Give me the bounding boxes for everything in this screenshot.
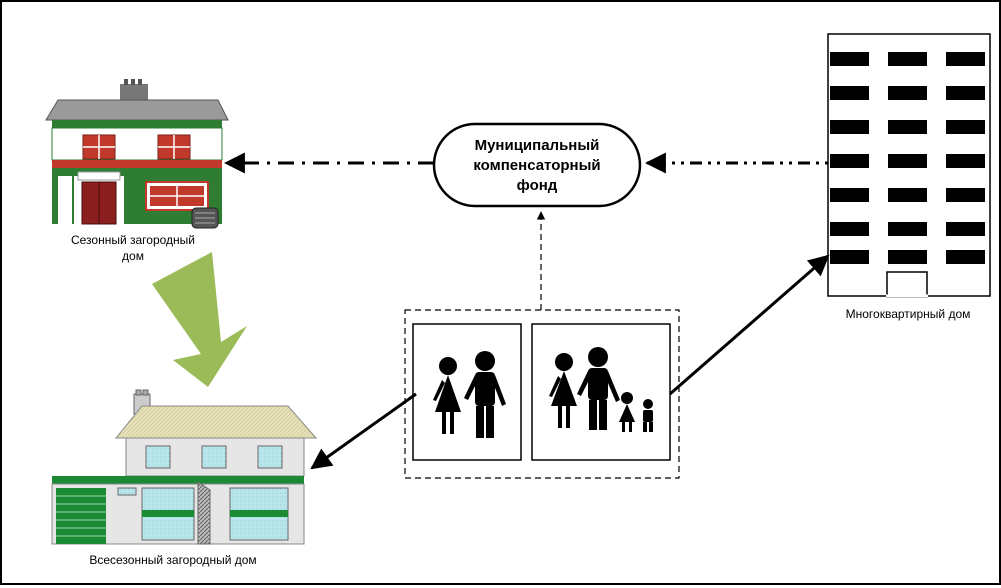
fund-label-line3: фонд — [517, 177, 558, 194]
allseason-house-icon — [51, 389, 318, 545]
couple-to-allseason-arrow — [310, 392, 417, 470]
seasonal-house-label-line2: дом — [122, 249, 144, 263]
seasonal-house-label-line1: Сезонный загородный — [71, 233, 195, 247]
couple-box — [412, 323, 522, 461]
family-box — [531, 323, 671, 461]
municipal-fund-node: Муниципальный компенсаторный фонд — [432, 122, 642, 208]
fund-label-line1: Муниципальный — [475, 137, 600, 154]
seasonal-house-icon — [45, 79, 229, 229]
fund-label-line2: компенсаторный — [473, 157, 600, 174]
family-to-apartment-arrow — [669, 254, 830, 396]
upgrade-arrow — [152, 252, 247, 387]
couple-icon — [433, 351, 506, 438]
apartment-label: Многоквартирный дом — [846, 307, 971, 321]
allseason-house-label: Всесезонный загородный дом — [89, 553, 256, 567]
families-group — [404, 309, 680, 479]
family-icon — [549, 347, 653, 432]
apartment-building-icon — [827, 33, 991, 298]
